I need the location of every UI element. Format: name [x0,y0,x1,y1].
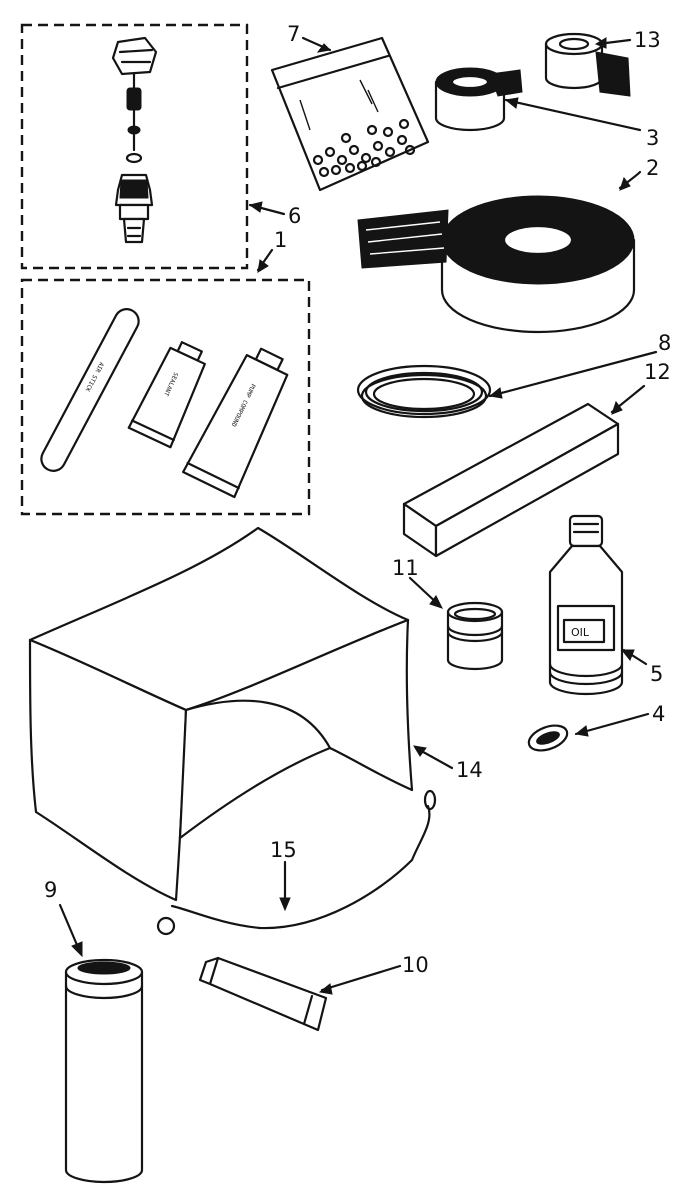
callout-15: 15 [270,838,297,862]
tube-kit: AIR STICK SEALANT PUMP COMPOUND [20,278,311,516]
oil-bottle: OIL [548,514,624,696]
bottle-label: OIL [571,626,590,639]
tube-kit-box [20,278,311,516]
callout-6: 6 [288,204,302,228]
callout-7: 7 [287,22,301,46]
callout-8: 8 [658,331,672,355]
callout-14: 14 [456,758,483,782]
grease-tube [198,956,328,1032]
small-jar [446,601,504,671]
drain-cord [156,789,437,936]
callout-13: 13 [634,28,661,52]
nail-file: AIR STICK [40,308,140,472]
sealing-block [402,402,620,558]
valve-assembly [20,23,249,270]
leader-lines [58,36,658,995]
callout-9: 9 [44,878,58,902]
callout-1: 1 [274,228,288,252]
cord-coil [356,364,492,419]
small-tube: SEALANT [127,341,206,449]
unit-cover [28,526,414,902]
valve-assembly-box [20,23,249,270]
callout-4: 4 [652,702,666,726]
callout-3: 3 [646,126,660,150]
large-tape-roll [357,195,636,334]
callout-12: 12 [644,360,671,384]
large-tube: PUMP COMPOUND [182,347,289,499]
callout-2: 2 [646,156,660,180]
small-tape-roll [434,67,523,132]
valve-cap [111,36,158,76]
narrow-tape-roll [544,32,631,97]
callout-11: 11 [392,556,419,580]
spray-can [64,958,144,1184]
fastener-bag [270,36,430,192]
callout-5: 5 [650,662,664,686]
callout-10: 10 [402,953,429,977]
small-fitting [527,724,569,752]
